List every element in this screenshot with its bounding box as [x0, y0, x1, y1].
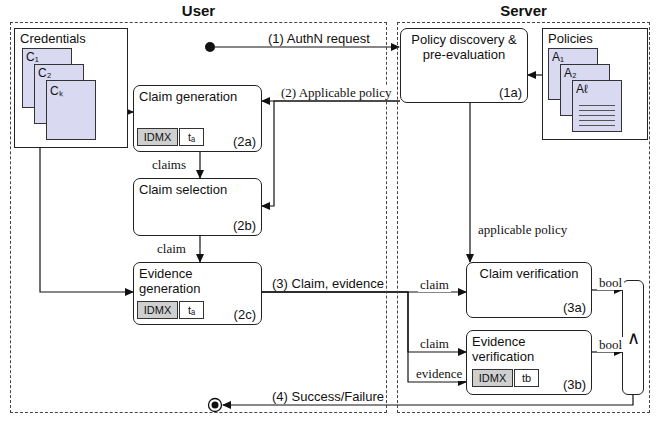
node-label: Evidence generation [139, 266, 256, 296]
node-label: Server [398, 2, 649, 19]
start-dot [205, 42, 215, 52]
node-label: Claim generation [139, 89, 256, 104]
connector [469, 103, 470, 262]
connector [40, 148, 133, 292]
node-label: User [11, 2, 386, 19]
credentials-box: CredentialsC₁ C₂ Cₖ [14, 28, 128, 148]
node-label: Evidence verification [472, 334, 586, 364]
idmx-module: IDMX [472, 369, 513, 387]
request-line [215, 46, 399, 47]
node-label: Policy discovery & pre-evaluation [406, 32, 522, 62]
edge-label: bool [597, 337, 624, 352]
node-label: C₂ [38, 66, 80, 80]
and-gate: ∧ [622, 280, 644, 395]
server-region: ServerPolicy discovery & pre-evaluation(… [397, 22, 650, 413]
policies-box: PoliciesA₁ A₂ Aℓ [542, 28, 648, 140]
connector [262, 101, 400, 206]
process-box: Evidence generation (2c) IDMXtₐ [133, 262, 262, 325]
connector [199, 236, 200, 262]
edge-label: claim [155, 241, 188, 256]
connector [199, 152, 200, 178]
node-label: A₂ [564, 66, 606, 80]
node-label: tₐ [180, 302, 203, 318]
step-number: (2a) [233, 134, 256, 149]
node-label: Claim selection [139, 182, 256, 197]
node-label: IDMX [138, 302, 177, 318]
message-label: (3) Claim, evidence [270, 276, 386, 291]
node-label: Cₖ [50, 82, 92, 99]
node-label: Claim verification [472, 266, 586, 281]
template-module: tb [514, 369, 539, 387]
edge-label: bool [597, 275, 624, 290]
node-label: C₁ [26, 50, 68, 64]
node-label: Credentials [20, 31, 122, 46]
edge-label: (2) Applicable policy [279, 85, 393, 100]
process-box: Evidence verification (3b) IDMXtb [466, 330, 592, 395]
edge-label: claim [418, 336, 451, 351]
message-label: (1) AuthN request [266, 31, 372, 46]
step-number: (2c) [234, 307, 256, 322]
user-region: UserCredentialsC₁C₂CₖClaim generation(2a… [10, 22, 387, 413]
template-module: tₐ [179, 128, 204, 146]
end-ring [209, 399, 222, 412]
process-box: Policy discovery & pre-evaluation (1a) [400, 28, 528, 103]
policy-card: Aℓ [572, 80, 622, 132]
edge-label: claims [150, 157, 188, 172]
edge-label: claim [418, 277, 451, 292]
step-number: (3a) [563, 300, 586, 315]
node-label: ∧ [627, 327, 640, 349]
node-label: tₐ [180, 129, 203, 145]
connector [528, 74, 542, 75]
step-number: (3b) [563, 377, 586, 392]
idmx-module: IDMX [137, 301, 178, 319]
node-label: tb [515, 370, 538, 386]
credential-card: Cₖ [46, 80, 96, 140]
step-number: (1a) [499, 85, 522, 100]
message-label: (4) Success/Failure [270, 389, 386, 404]
edge-label: applicable policy [476, 222, 569, 237]
process-box: Claim generation (2a) IDMXtₐ [133, 85, 262, 152]
end-dot [212, 402, 219, 409]
step-number: (2b) [233, 218, 256, 233]
node-label: A₁ [552, 50, 594, 64]
process-box: Claim selection (2b) [133, 178, 262, 236]
node-label: Policies [548, 31, 642, 46]
connector [262, 292, 466, 382]
idmx-module: IDMX [137, 128, 178, 146]
node-label: Aℓ [576, 82, 618, 96]
node-label: IDMX [473, 370, 512, 386]
node-label: IDMX [138, 129, 177, 145]
template-module: tₐ [179, 301, 204, 319]
edge-label: evidence [414, 366, 464, 381]
connector [262, 292, 466, 352]
process-box: Claim verification (3a) [466, 262, 592, 318]
